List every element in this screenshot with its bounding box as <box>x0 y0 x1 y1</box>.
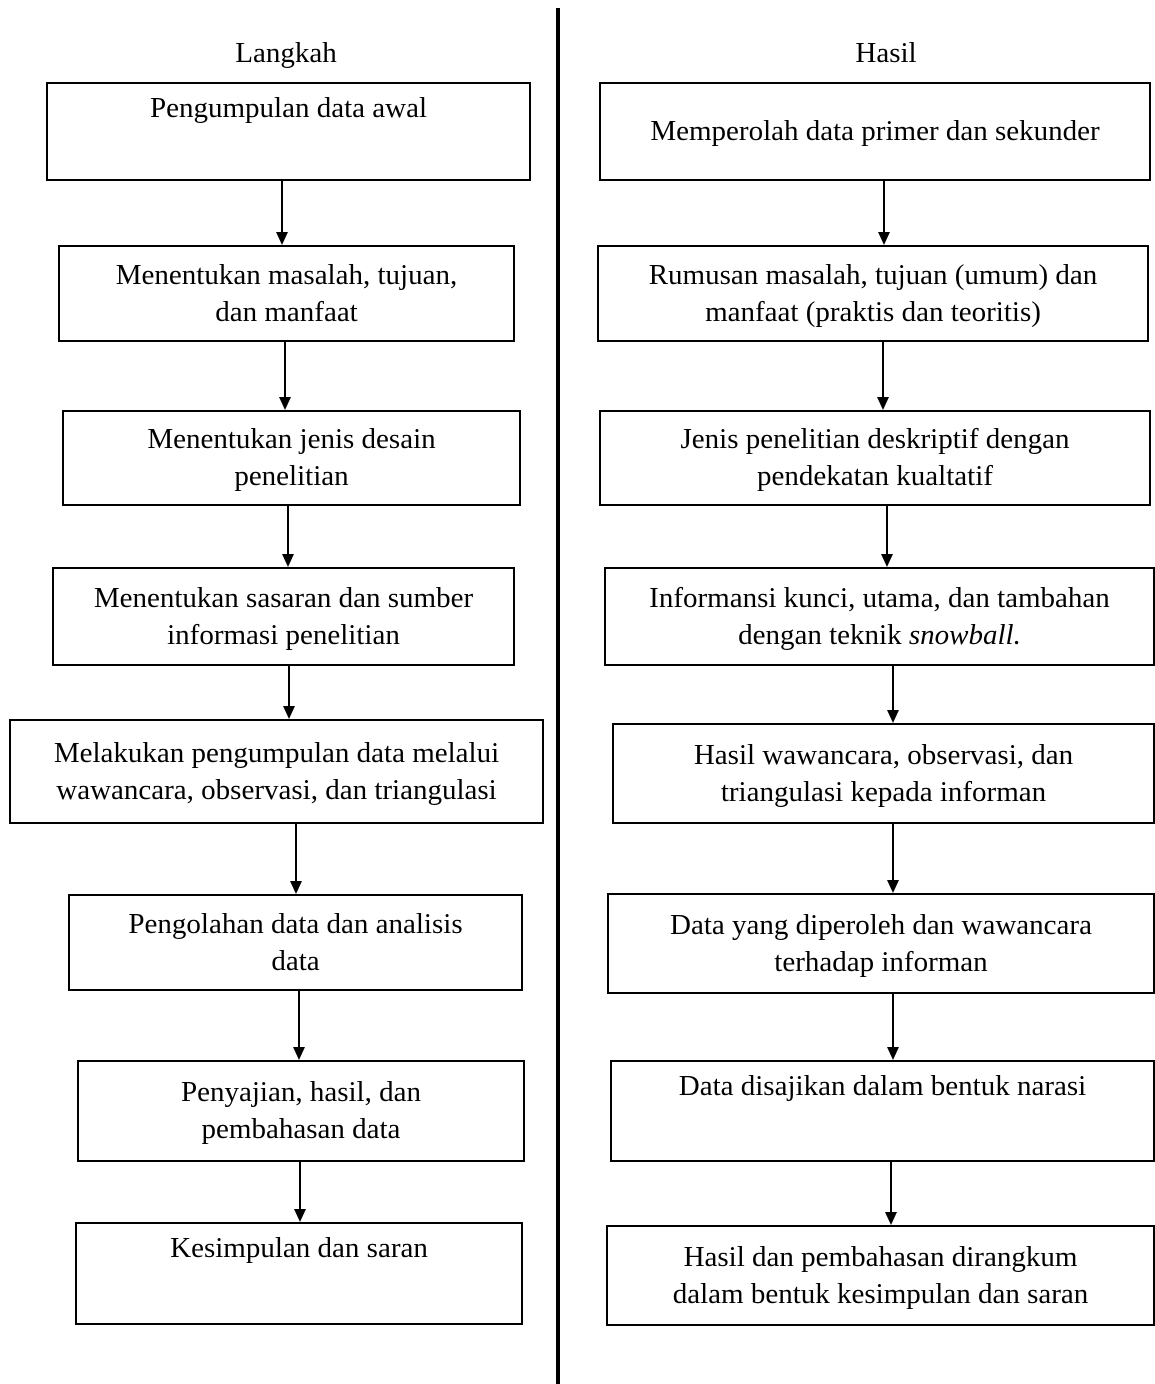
result-6-line-1: Data yang diperoleh dan wawancara <box>670 908 1092 941</box>
step-7-line-1: Penyajian, hasil, dan <box>180 1076 421 1108</box>
result-8-line-2: dalam bentuk kesimpulan dan saran <box>672 1277 1089 1310</box>
flow-arrow-left-2 <box>279 342 291 410</box>
step-4-line-2: informasi penelitian <box>167 618 400 651</box>
result-4-line-2: dengan teknik snowball. <box>649 617 1110 654</box>
flow-arrow-right-6 <box>887 994 899 1060</box>
result-4-line-2-text: dengan teknik <box>738 618 909 651</box>
step-8-line-1: Kesimpulan dan saran <box>170 1232 428 1264</box>
result-4-line-1: Informansi kunci, utama, dan tambahan <box>649 581 1110 614</box>
result-8-line-1: Hasil dan pembahasan dirangkum <box>683 1240 1078 1273</box>
result-5-line-1: Hasil wawancara, observasi, dan <box>693 738 1074 771</box>
step-box-4: Menentukan sasaran dan sumber informasi … <box>52 567 515 666</box>
result-box-8: Hasil dan pembahasan dirangkum dalam ben… <box>606 1225 1155 1326</box>
result-box-4: Informansi kunci, utama, dan tambahan de… <box>604 567 1155 666</box>
step-box-3: Menentukan jenis desain penelitian <box>62 410 521 506</box>
result-box-5: Hasil wawancara, observasi, dan triangul… <box>612 723 1155 824</box>
flow-arrow-left-4 <box>283 666 295 719</box>
flow-arrow-left-3 <box>282 506 294 567</box>
result-box-2: Rumusan masalah, tujuan (umum) dan manfa… <box>597 245 1149 342</box>
step-4-line-1: Menentukan sasaran dan sumber <box>93 581 474 614</box>
step-5-line-2: wawancara, observasi, dan triangulasi <box>56 773 497 806</box>
result-box-7: Data disajikan dalam bentuk narasi <box>610 1060 1155 1162</box>
flow-arrow-left-6 <box>293 991 305 1060</box>
step-6-line-1: Pengolahan data dan analisis <box>128 907 463 940</box>
flow-arrow-right-1 <box>878 181 890 245</box>
result-4-italic-term: snowball. <box>908 618 1021 651</box>
step-box-1: Pengumpulan data awal <box>46 82 531 181</box>
result-2-line-1: Rumusan masalah, tujuan (umum) dan <box>648 258 1098 291</box>
column-header-hasil: Hasil <box>855 37 917 69</box>
column-header-langkah: Langkah <box>235 37 337 69</box>
flow-arrow-right-2 <box>877 342 889 410</box>
result-6-line-2: terhadap informan <box>774 945 988 978</box>
flow-arrow-left-1 <box>276 181 288 245</box>
flow-arrow-left-7 <box>294 1162 306 1222</box>
step-3-line-1: Menentukan jenis desain <box>147 423 436 455</box>
result-3-line-1: Jenis penelitian deskriptif dengan <box>680 423 1070 455</box>
result-3-line-2: pendekatan kualtatif <box>757 460 993 492</box>
step-box-2: Menentukan masalah, tujuan, dan manfaat <box>58 245 515 342</box>
flow-arrow-right-7 <box>885 1162 897 1225</box>
step-box-5: Melakukan pengumpulan data melalui wawan… <box>9 719 544 824</box>
step-1-line-1: Pengumpulan data awal <box>149 92 428 124</box>
result-1-line-1: Memperolah data primer dan sekunder <box>650 115 1100 147</box>
flow-arrow-right-4 <box>887 666 899 723</box>
step-box-6: Pengolahan data dan analisis data <box>68 894 523 991</box>
step-5-line-1: Melakukan pengumpulan data melalui <box>53 736 500 769</box>
flow-arrow-right-5 <box>887 824 899 893</box>
step-6-line-2: data <box>271 944 320 977</box>
result-box-3: Jenis penelitian deskriptif dengan pende… <box>599 410 1151 506</box>
result-5-line-2: triangulasi kepada informan <box>720 775 1047 808</box>
step-box-7: Penyajian, hasil, dan pembahasan data <box>77 1060 525 1162</box>
flow-arrow-right-3 <box>881 506 893 567</box>
step-7-line-2: pembahasan data <box>201 1113 401 1145</box>
result-box-1: Memperolah data primer dan sekunder <box>599 82 1151 181</box>
step-box-8: Kesimpulan dan saran <box>75 1222 523 1325</box>
result-box-6: Data yang diperoleh dan wawancara terhad… <box>607 893 1155 994</box>
column-divider <box>556 8 560 1384</box>
result-2-line-2: manfaat (praktis dan teoritis) <box>705 295 1041 328</box>
step-3-line-2: penelitian <box>234 460 349 492</box>
step-2-line-1: Menentukan masalah, tujuan, <box>115 258 458 291</box>
step-2-line-2: dan manfaat <box>215 295 358 328</box>
result-7-line-1: Data disajikan dalam bentuk narasi <box>678 1070 1087 1102</box>
flow-arrow-left-5 <box>290 824 302 894</box>
